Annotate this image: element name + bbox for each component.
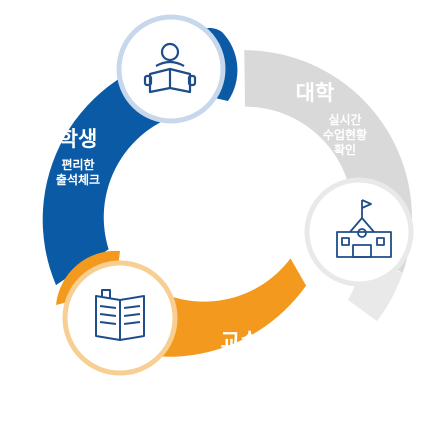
student-desc-line1: 편리한 [61, 158, 95, 173]
university-segment-text: 대학 [280, 80, 350, 106]
student-title: 학생 [58, 127, 98, 151]
university-desc-line3: 확인 [333, 143, 357, 157]
open-book-icon [95, 289, 145, 341]
student-reading-icon [143, 42, 197, 94]
professor-desc: 편리한 학생관리 [199, 360, 281, 375]
university-title: 대학 [295, 81, 335, 105]
school-building-icon [336, 199, 392, 258]
university-desc-line2: 수업현황 [322, 128, 368, 142]
professor-title: 교수 [220, 329, 260, 353]
professor-segment-text: 교수 편리한 학생관리 [170, 328, 310, 375]
student-segment-text: 학생 편리한 출석체크 [42, 126, 114, 188]
university-desc: 실시간 수업현황 확인 [300, 113, 390, 158]
university-icon-circle [304, 177, 414, 287]
student-desc-line2: 출석체크 [55, 173, 101, 188]
student-icon-circle [116, 14, 226, 124]
university-desc-line1: 실시간 [328, 113, 362, 127]
professor-icon-circle [62, 260, 178, 376]
